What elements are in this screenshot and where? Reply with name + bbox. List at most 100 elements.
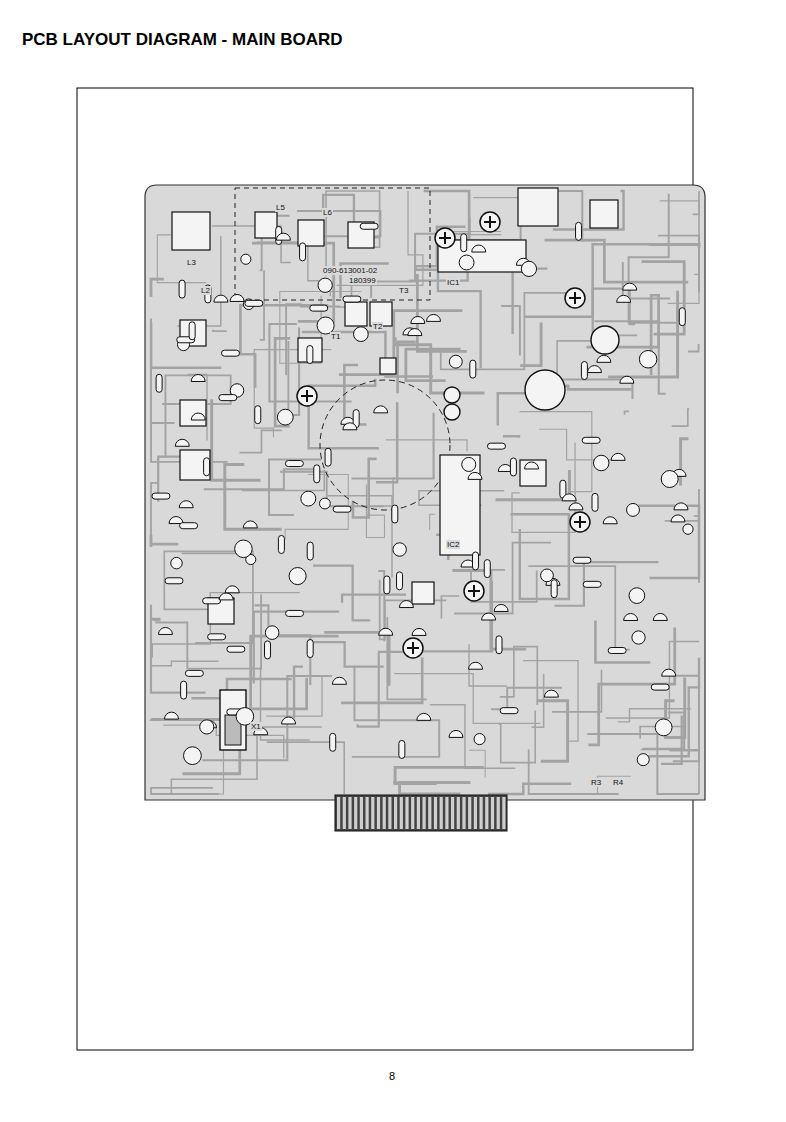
copper-trace — [528, 566, 630, 650]
copper-trace — [430, 514, 435, 530]
copper-trace — [672, 409, 689, 426]
copper-trace — [213, 330, 227, 331]
electrolytic-capacitor — [525, 370, 565, 410]
copper-trace — [618, 709, 691, 722]
copper-trace — [151, 650, 219, 666]
copper-trace — [352, 667, 439, 757]
capacitor-symbol — [301, 491, 316, 506]
copper-trace — [151, 483, 158, 544]
transistor-symbol — [243, 521, 257, 528]
transistor-symbol — [191, 375, 205, 382]
component-body — [298, 220, 324, 246]
part-label: T3 — [398, 286, 409, 295]
resistor-symbol — [255, 406, 261, 424]
copper-trace — [586, 295, 658, 375]
copper-trace — [441, 596, 459, 618]
copper-trace — [587, 734, 699, 794]
copper-trace — [623, 262, 670, 299]
transistor-symbol — [399, 601, 413, 608]
copper-trace — [151, 535, 178, 547]
transistor-symbol — [282, 717, 296, 724]
resistor-symbol — [582, 437, 600, 443]
transistor-symbol — [587, 366, 601, 373]
connector-finger — [405, 797, 408, 829]
copper-trace — [537, 701, 568, 761]
resistor-symbol — [576, 222, 582, 240]
component-body — [345, 302, 367, 326]
edge-connector — [335, 795, 507, 831]
transistor-symbol — [620, 376, 634, 383]
resistor-symbol — [156, 374, 162, 392]
transistor-symbol — [412, 628, 426, 635]
resistor-symbol — [581, 362, 587, 380]
copper-trace — [151, 319, 174, 423]
transistor-symbol — [544, 690, 558, 697]
resistor-symbol — [179, 280, 185, 298]
capacitor-symbol — [235, 540, 253, 558]
resistor-symbol — [219, 395, 237, 401]
resistor-symbol — [310, 305, 328, 311]
transistor-symbol — [569, 503, 583, 510]
capacitor-symbol — [474, 734, 485, 745]
part-label: L6 — [322, 208, 333, 217]
transistor-symbol — [158, 627, 172, 634]
transistor-symbol — [662, 669, 676, 676]
resistor-symbol — [360, 223, 378, 229]
copper-trace — [598, 776, 632, 794]
resistor-symbol — [265, 641, 271, 659]
resistor-symbol — [165, 578, 183, 584]
transistor-symbol — [449, 730, 463, 737]
electrolytic-capacitor — [444, 404, 460, 420]
resistor-symbol — [651, 684, 669, 690]
trimmer-cross — [574, 516, 586, 528]
component-body — [172, 212, 210, 250]
copper-trace — [351, 413, 433, 479]
copper-trace — [202, 676, 331, 760]
copper-trace — [529, 750, 619, 794]
resistor-symbol — [300, 243, 306, 261]
copper-trace — [151, 279, 164, 297]
component-body — [380, 358, 396, 374]
copper-trace — [647, 658, 699, 756]
page-title: PCB LAYOUT DIAGRAM - MAIN BOARD — [22, 30, 342, 50]
connector-finger — [371, 797, 374, 829]
copper-trace — [341, 657, 422, 702]
connector-finger — [491, 797, 494, 829]
connector-finger — [394, 797, 397, 829]
electrolytic-capacitor — [444, 387, 460, 403]
transistor-symbol — [525, 462, 539, 469]
part-label: 090-613001-02 — [322, 266, 378, 275]
connector-finger — [343, 797, 346, 829]
copper-trace — [469, 750, 485, 777]
transistor-symbol — [408, 329, 422, 336]
resistor-symbol — [325, 448, 331, 466]
resistor-symbol — [227, 646, 245, 652]
transistor-symbol — [603, 517, 617, 524]
connector-finger — [417, 797, 420, 829]
copper-trace — [641, 750, 699, 752]
capacitor-symbol — [319, 498, 330, 509]
resistor-symbol — [470, 360, 476, 378]
resistor-symbol — [679, 308, 685, 326]
copper-trace — [510, 514, 568, 599]
resistor-symbol — [551, 580, 557, 598]
resistor-symbol — [487, 443, 505, 449]
copper-trace — [441, 293, 574, 369]
resistor-symbol — [204, 458, 210, 476]
trimmer-symbol — [403, 638, 423, 658]
copper-trace — [552, 670, 602, 712]
copper-trace — [164, 551, 253, 609]
transistor-symbol — [597, 355, 611, 362]
copper-trace — [162, 375, 231, 457]
electrolytic-capacitor — [591, 326, 619, 354]
copper-trace — [638, 506, 699, 578]
copper-trace — [512, 443, 575, 533]
copper-trace — [694, 489, 699, 516]
connector-finger — [480, 797, 483, 829]
connector-finger — [445, 797, 448, 829]
copper-trace — [501, 306, 520, 355]
capacitor-symbol — [265, 626, 279, 640]
capacitor-symbol — [632, 631, 645, 644]
copper-trace — [151, 375, 228, 462]
